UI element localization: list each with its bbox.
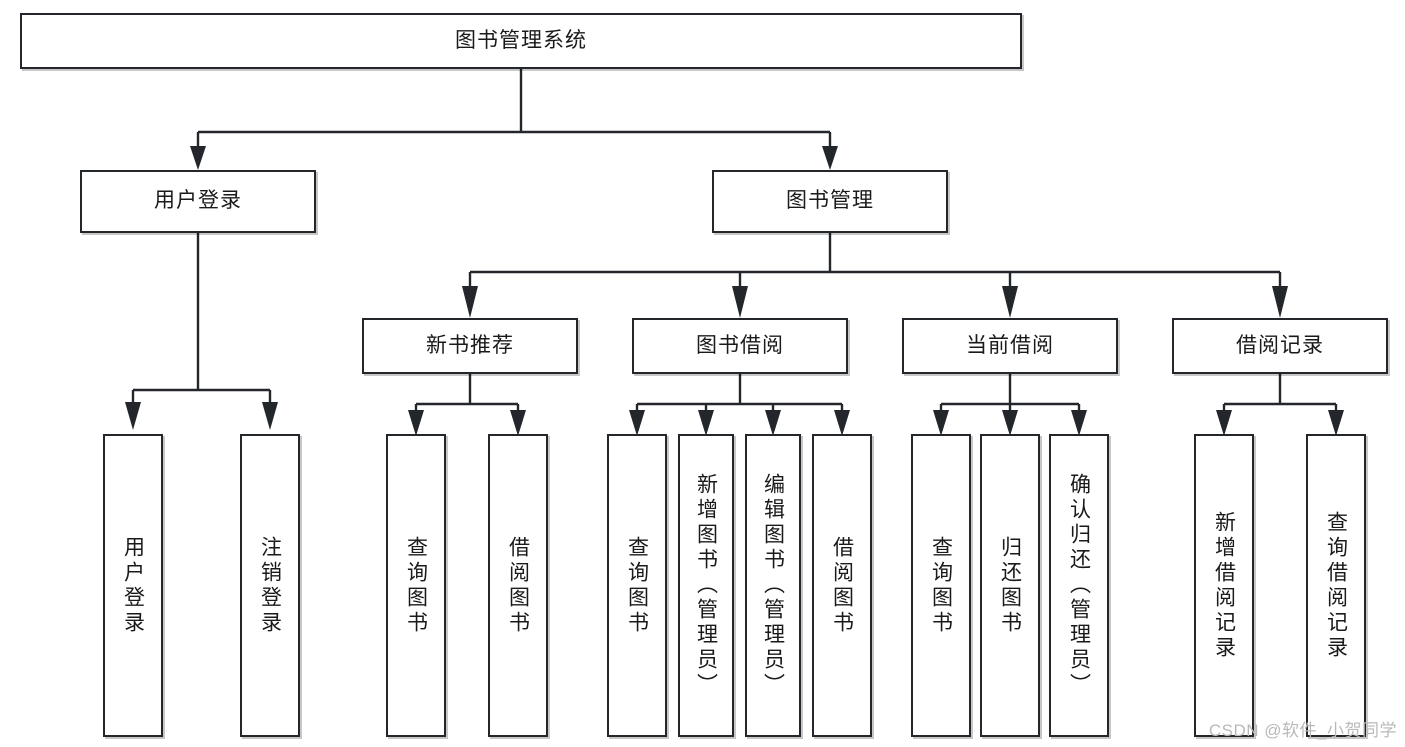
leaf-user-login-label: 用户登录 xyxy=(121,535,145,636)
arrowhead-leaf-query-book-2 xyxy=(629,410,645,436)
node-user-login-label: 用户登录 xyxy=(154,189,242,213)
leaf-return-book[interactable]: 归还图书 xyxy=(980,434,1040,737)
node-book-borrow-label: 图书借阅 xyxy=(696,333,784,357)
leaf-add-book[interactable]: 新增图书（管理员） xyxy=(678,434,734,737)
leaf-query-borrow-record-label: 查询借阅记录 xyxy=(1324,510,1348,661)
leaf-logout[interactable]: 注销登录 xyxy=(240,434,300,737)
leaf-query-book-borrow-label: 查询图书 xyxy=(625,535,649,636)
node-current-borrow-label: 当前借阅 xyxy=(966,333,1054,357)
leaf-logout-label: 注销登录 xyxy=(258,535,282,636)
arrowhead-leaf-logout xyxy=(262,402,278,430)
node-current-borrow[interactable]: 当前借阅 xyxy=(902,318,1118,374)
arrowhead-book-borrow xyxy=(732,286,748,318)
arrowhead-user-login xyxy=(190,146,206,170)
arrowhead-leaf-add-record xyxy=(1216,410,1232,436)
leaf-add-book-label: 新增图书（管理员） xyxy=(694,473,718,698)
arrowhead-leaf-query-book-1 xyxy=(408,410,424,436)
watermark: CSDN @软件_小贺同学 xyxy=(1208,721,1397,740)
leaf-return-book-label: 归还图书 xyxy=(998,535,1022,636)
leaf-query-book-current[interactable]: 查询图书 xyxy=(911,434,971,737)
arrowhead-leaf-query-book-3 xyxy=(933,410,949,436)
leaf-confirm-return[interactable]: 确认归还（管理员） xyxy=(1049,434,1109,737)
leaf-edit-book[interactable]: 编辑图书（管理员） xyxy=(745,434,801,737)
arrowhead-leaf-return-book xyxy=(1002,410,1018,436)
node-book-management-label: 图书管理 xyxy=(786,189,874,213)
leaf-borrow-book[interactable]: 借阅图书 xyxy=(812,434,872,737)
leaf-query-book-borrow[interactable]: 查询图书 xyxy=(607,434,667,737)
leaf-add-borrow-record-label: 新增借阅记录 xyxy=(1212,510,1236,661)
node-new-book-recommend[interactable]: 新书推荐 xyxy=(362,318,578,374)
leaf-user-login[interactable]: 用户登录 xyxy=(103,434,163,737)
node-borrow-record-label: 借阅记录 xyxy=(1236,333,1324,357)
arrowhead-current-borrow xyxy=(1002,286,1018,318)
leaf-borrow-book-recommend[interactable]: 借阅图书 xyxy=(488,434,548,737)
node-root-label: 图书管理系统 xyxy=(455,28,587,52)
arrowhead-leaf-borrow-book-1 xyxy=(510,410,526,436)
leaf-query-book-recommend[interactable]: 查询图书 xyxy=(386,434,446,737)
arrowhead-leaf-borrow-book-2 xyxy=(834,410,850,436)
leaf-edit-book-label: 编辑图书（管理员） xyxy=(761,473,785,698)
arrowhead-leaf-add-book xyxy=(698,410,714,436)
arrowhead-leaf-user-login xyxy=(125,402,141,430)
arrowhead-leaf-confirm-return xyxy=(1071,410,1087,436)
arrowhead-borrow-record xyxy=(1272,286,1288,318)
node-root[interactable]: 图书管理系统 xyxy=(20,13,1022,69)
leaf-query-borrow-record[interactable]: 查询借阅记录 xyxy=(1306,434,1366,737)
leaf-add-borrow-record[interactable]: 新增借阅记录 xyxy=(1194,434,1254,737)
leaf-query-book-recommend-label: 查询图书 xyxy=(404,535,428,636)
arrowhead-new-book-rec xyxy=(462,286,478,318)
leaf-borrow-book-recommend-label: 借阅图书 xyxy=(506,535,530,636)
node-user-login[interactable]: 用户登录 xyxy=(80,170,316,233)
node-book-management[interactable]: 图书管理 xyxy=(712,170,948,233)
leaf-query-book-current-label: 查询图书 xyxy=(929,535,953,636)
node-new-book-recommend-label: 新书推荐 xyxy=(426,333,514,357)
arrowhead-book-mgmt xyxy=(822,146,838,170)
arrowhead-leaf-edit-book xyxy=(765,410,781,436)
leaf-borrow-book-label: 借阅图书 xyxy=(830,535,854,636)
leaf-confirm-return-label: 确认归还（管理员） xyxy=(1067,473,1091,698)
arrowhead-leaf-query-record xyxy=(1328,410,1344,436)
node-book-borrow[interactable]: 图书借阅 xyxy=(632,318,848,374)
node-borrow-record[interactable]: 借阅记录 xyxy=(1172,318,1388,374)
